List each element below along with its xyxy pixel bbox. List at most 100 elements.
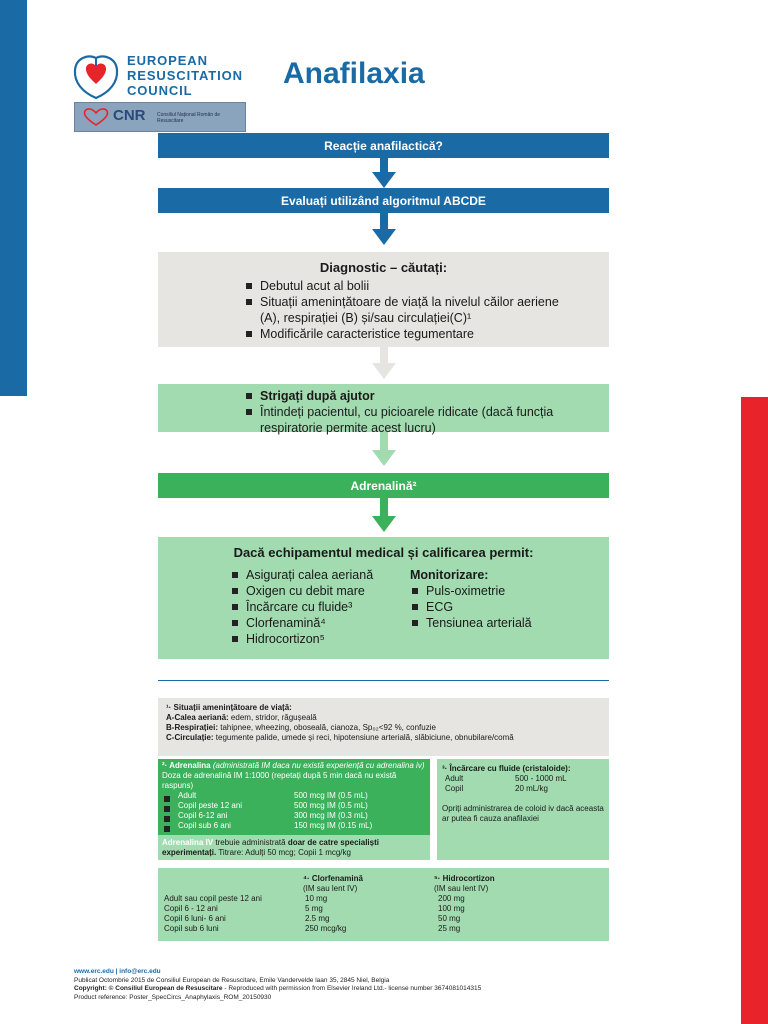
table-row: Adult sau copil peste 12 ani 10 mg 200 mg [164, 894, 467, 904]
dose-row-value: 500 mcg IM (0.5 mL) [294, 791, 368, 800]
table-row: Adult 500 mcg IM (0.5 mL) [162, 791, 374, 801]
step-adrenaline: Adrenalină² [158, 473, 609, 498]
equipment-item: Hidrocortizon⁵ [230, 631, 400, 647]
arrow-down-icon [372, 498, 396, 532]
fluid-dose-table: Adult 500 - 1000 mL Copil 20 mL/kg [445, 774, 569, 794]
note-1-breathing-text: tahipnee, wheezing, oboseală, cianoza, S… [218, 723, 436, 732]
chlorphenamine-dose: 10 mg [305, 894, 328, 903]
footer-links[interactable]: www.erc.edu | info@erc.edu [74, 968, 161, 975]
fluid-row-label: Adult [445, 774, 464, 783]
fluid-row-value: 500 - 1000 mL [515, 774, 567, 783]
note-1-breathing-label: B-Respirației: [166, 723, 219, 732]
equipment-item: Oxigen cu debit mare [230, 583, 400, 599]
note-2-iv-label: Adrenalina IV [162, 838, 214, 847]
footer-copyright-rest: - Reproduced with permission from Elsevi… [222, 985, 482, 992]
footer-copyright-label: Copyright: [74, 985, 107, 992]
dose-row-value: 500 mcg IM (0.5 mL) [294, 801, 368, 810]
equipment-box: Dacă echipamentul medical și calificarea… [158, 537, 609, 659]
adrenaline-dose-table: Adult 500 mcg IM (0.5 mL) Copil peste 12 … [162, 791, 374, 831]
diagnostic-item: Situații amenințătoare de viață la nivel… [244, 294, 564, 326]
equipment-item: Clorfenamină⁴ [230, 615, 400, 631]
diagnostic-title: Diagnostic – căutați: [319, 260, 448, 275]
right-accent-bar [741, 397, 768, 1024]
note-2-iv-titration: Titrare: Adulți 50 mcg; Copii 1 mcg/kg [216, 848, 351, 857]
chlorphenamine-dose: 5 mg [305, 904, 323, 913]
note-5-title: ⁵· Hidrocortizon [434, 874, 495, 883]
help-item-position: Întindeți pacientul, cu picioarele ridic… [244, 404, 564, 436]
hydrocortisone-dose: 50 mg [438, 914, 461, 923]
note-2-title-note: (administrată IM daca nu există experien… [210, 761, 425, 770]
arrow-down-icon [372, 347, 396, 379]
dose-row-label: Copil sub 6 ani [162, 821, 231, 830]
note-1-title: ¹· Situații amenințătoare de viață: [166, 703, 292, 712]
erc-logo-icon [73, 55, 119, 100]
note-adrenaline: ²· Adrenalina (administrată IM daca nu e… [158, 759, 430, 860]
table-row: Copil 20 mL/kg [445, 784, 569, 794]
note-4-route: (IM sau lent IV) [303, 884, 358, 893]
diagnostic-box: Diagnostic – căutați: Debutul acut al bo… [158, 252, 609, 347]
step-anaphylactic-reaction: Reacție anafilactică? [158, 133, 609, 158]
note-2-title: ²· Adrenalina [162, 761, 211, 770]
arrow-down-icon [372, 213, 396, 245]
equipment-item: Încărcare cu fluide³ [230, 599, 400, 615]
dose-row-value: 300 mcg IM (0.3 mL) [294, 811, 368, 820]
monitoring-item: Tensiunea arterială [410, 615, 590, 631]
diagnostic-item: Debutul acut al bolii [244, 278, 564, 294]
fluid-row-value: 20 mL/kg [515, 784, 548, 793]
dose-row-label: Adult sau copil peste 12 ani [164, 894, 262, 903]
note-3-title: ³· Încărcare cu fluide (cristaloide): [442, 764, 571, 773]
help-item-shout: Strigați după ajutor [244, 388, 564, 404]
note-2-dose-title: Doza de adrenalină IM 1:1000 (repetați d… [162, 771, 397, 790]
table-row: Copil sub 6 ani 150 mcg IM (0.15 mL) [162, 821, 374, 831]
fluid-row-label: Copil [445, 784, 464, 793]
step-evaluate-abcde-label: Evaluați utilizând algoritmul ABCDE [281, 193, 486, 208]
note-4-title: ⁴· Clorfenamină [303, 874, 363, 883]
note-1-airway-label: A-Calea aeriană: [166, 713, 229, 722]
monitoring-item: Puls-oximetrie [410, 583, 590, 599]
chlorphenamine-dose: 250 mcg/kg [305, 924, 347, 933]
step-anaphylactic-reaction-label: Reacție anafilactică? [324, 138, 443, 153]
note-1-airway-text: edem, stridor, răgușeală [228, 713, 317, 722]
erc-name-line3: COUNCIL [127, 83, 193, 98]
hydrocortisone-dose: 25 mg [438, 924, 461, 933]
page-title: Anafilaxia [283, 57, 425, 90]
note-2-iv-text: trebuie administrată [213, 838, 288, 847]
monitoring-title: Monitorizare: [410, 568, 489, 582]
diagnostic-item: Modificările caracteristice tegumentare [244, 326, 564, 342]
table-row: Copil 6-12 ani 300 mcg IM (0.3 mL) [162, 811, 374, 821]
equipment-item: Asigurați calea aeriană [230, 567, 400, 583]
step-evaluate-abcde: Evaluați utilizând algoritmul ABCDE [158, 188, 609, 213]
footer-product-reference: Product reference: Poster_SpecCircs_Anap… [74, 993, 272, 1001]
erc-org-name: EUROPEAN RESUSCITATION COUNCIL [127, 53, 243, 98]
note-5-route: (IM sau lent IV) [434, 884, 489, 893]
erc-name-line1: EUROPEAN [127, 53, 208, 68]
note-1-circulation-text: tegumente palide, umede și reci, hipoten… [213, 733, 514, 742]
dose-row-value: 150 mcg IM (0.15 mL) [294, 821, 373, 830]
divider [158, 680, 609, 681]
hydrocortisone-dose: 100 mg [438, 904, 465, 913]
dose-row-label: Copil 6 luni- 6 ani [164, 914, 226, 923]
dose-row-label: Adult [162, 791, 196, 800]
heart-icon [83, 108, 109, 126]
note-3-colloid-warning: Opriți administrarea de coloid iv dacă a… [442, 804, 604, 823]
dose-row-label: Copil 6-12 ani [162, 811, 227, 820]
arrow-down-icon [372, 432, 396, 466]
erc-name-line2: RESUSCITATION [127, 68, 243, 83]
cnr-logo: CNR Consiliul Național Român de Resuscit… [74, 102, 246, 132]
monitoring-item: ECG [410, 599, 590, 615]
note-fluids: ³· Încărcare cu fluide (cristaloide): Ad… [437, 759, 609, 860]
note-chlorphenamine-hydrocortisone: ⁴· Clorfenamină (IM sau lent IV) ⁵· Hidr… [158, 868, 609, 941]
note-1-circulation-label: C-Circulație: [166, 733, 214, 742]
table-row: Adult 500 - 1000 mL [445, 774, 569, 784]
equipment-title: Dacă echipamentul medical și calificarea… [233, 545, 534, 560]
help-box: Strigați după ajutor Întindeți pacientul… [158, 384, 609, 435]
note-life-threatening: ¹· Situații amenințătoare de viață: A-Ca… [158, 698, 609, 756]
footer-published: Publicat Octombrie 2015 de Consiliul Eur… [74, 976, 390, 984]
arrow-down-icon [372, 158, 396, 188]
hydrocortisone-dose: 200 mg [438, 894, 465, 903]
